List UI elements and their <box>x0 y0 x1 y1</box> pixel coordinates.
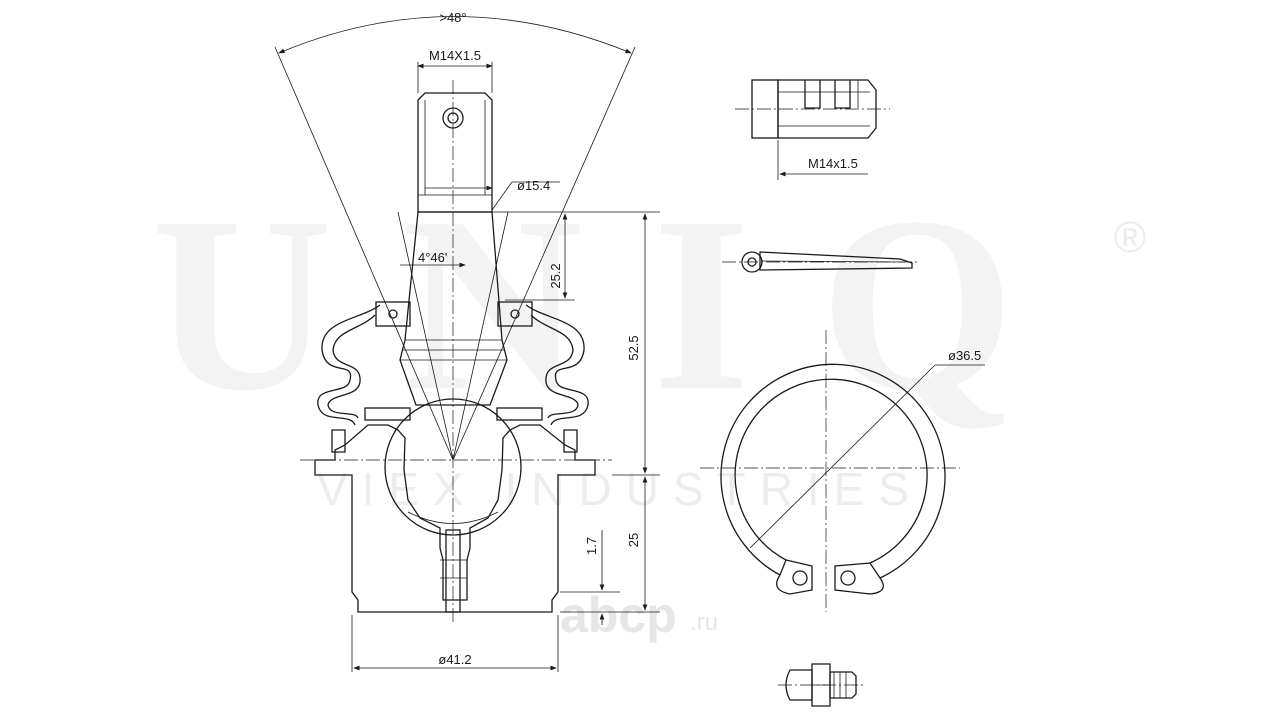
dim-taper-angle: >48° <box>439 10 466 25</box>
dim-stud-diameter: ø15.4 <box>517 178 550 193</box>
ball-joint-section <box>274 46 636 625</box>
dim-ring-diameter: ø36.5 <box>948 348 981 363</box>
dim-taper-length: 25.2 <box>548 263 563 288</box>
dim-offset: 1.7 <box>584 537 599 555</box>
dim-stud-thread: M14X1.5 <box>429 48 481 63</box>
stud-taper <box>399 211 508 406</box>
watermark-registered: ® <box>1114 213 1146 262</box>
watermark: UNIQ ® VIEX INDUSTRIES abcp .ru <box>152 166 1147 643</box>
rubber-boot <box>317 304 381 426</box>
watermark-company: VIEX INDUSTRIES <box>317 463 923 515</box>
dim-body-diameter: ø41.2 <box>438 652 471 667</box>
abcp-logo-text: abcp <box>560 587 677 643</box>
abcp-logo-tld: .ru <box>690 609 718 636</box>
grease-fitting <box>778 663 866 707</box>
dim-half-angle: 4°46' <box>418 250 447 265</box>
dim-nut-thread: M14x1.5 <box>808 156 858 171</box>
dimension-lines <box>278 16 660 672</box>
castle-nut <box>735 79 890 180</box>
housing-section <box>314 424 596 613</box>
cotter-pin <box>722 251 920 273</box>
dim-total-height: 52.5 <box>626 335 641 360</box>
snap-ring <box>700 330 985 612</box>
abcp-logo: abcp .ru <box>560 587 718 643</box>
dim-body-height: 25 <box>626 533 641 547</box>
watermark-brand: UNIQ <box>152 166 1085 443</box>
